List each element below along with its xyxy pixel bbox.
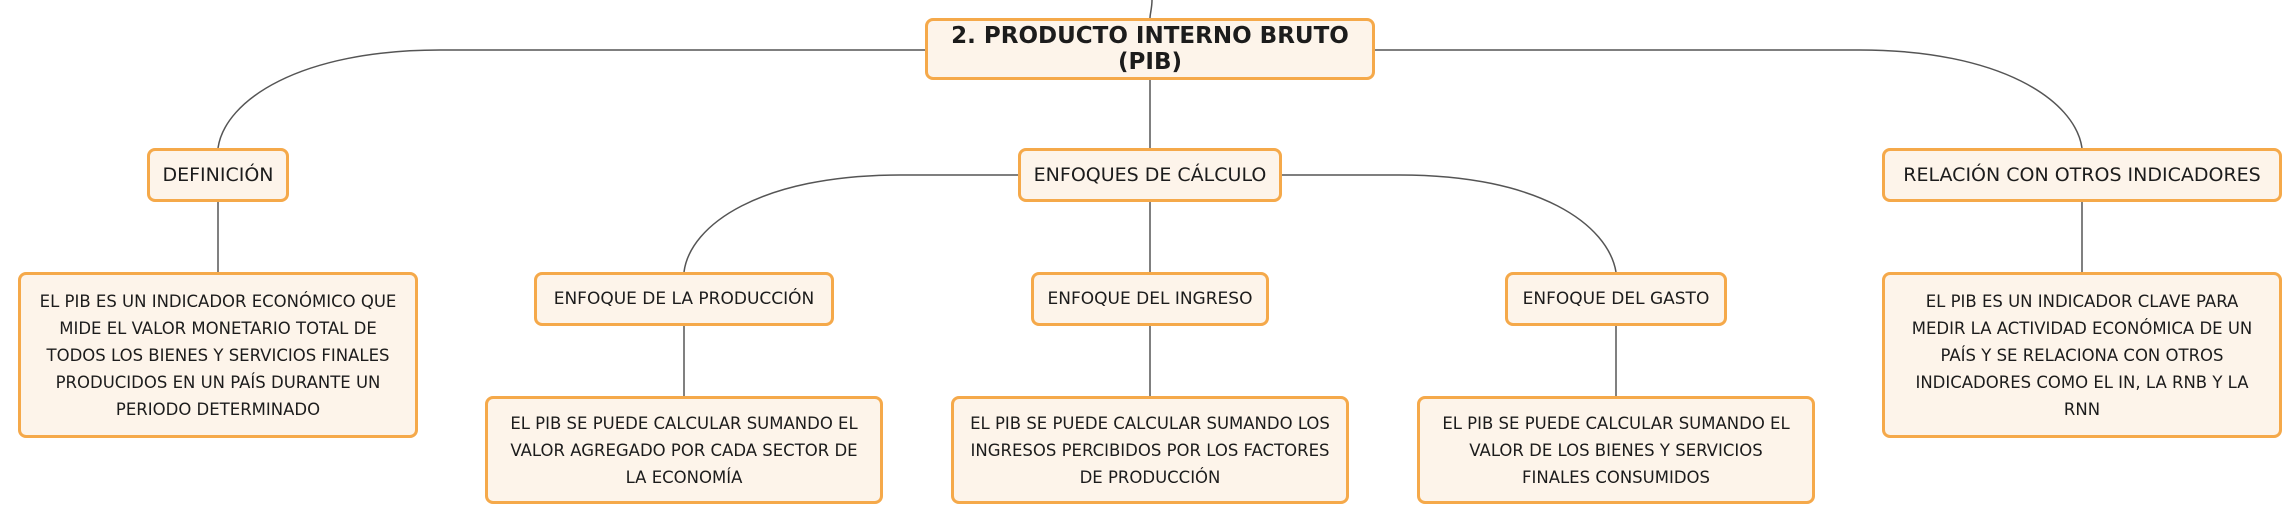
relacion-label: RELACIÓN CON OTROS INDICADORES (1903, 164, 2261, 186)
produccion-label: ENFOQUE DE LA PRODUCCIÓN (553, 289, 815, 309)
relacion-node[interactable]: RELACIÓN CON OTROS INDICADORES (1882, 148, 2282, 202)
root-label: 2. PRODUCTO INTERNO BRUTO (PIB) (951, 23, 1349, 75)
definicion-node[interactable]: DEFINICIÓN (147, 148, 289, 202)
ingreso-label: ENFOQUE DEL INGRESO (1047, 289, 1253, 309)
root-node[interactable]: 2. PRODUCTO INTERNO BRUTO (PIB) (925, 18, 1375, 80)
enfoques-label: ENFOQUES DE CÁLCULO (1033, 164, 1267, 186)
enfoques-node[interactable]: ENFOQUES DE CÁLCULO (1018, 148, 1282, 202)
gasto-detail-node[interactable]: EL PIB SE PUEDE CALCULAR SUMANDO EL VALO… (1417, 396, 1815, 504)
relacion-detail-text: EL PIB ES UN INDICADOR CLAVE PARA MEDIR … (1911, 291, 2253, 419)
ingreso-detail-text: EL PIB SE PUEDE CALCULAR SUMANDO LOS ING… (970, 413, 1330, 487)
connector-enfoques-to-gasto (1282, 174, 1617, 273)
produccion-node[interactable]: ENFOQUE DE LA PRODUCCIÓN (534, 272, 834, 326)
connector-root-to-relacion (1375, 49, 2083, 149)
connector-root-to-definicion (217, 49, 925, 149)
produccion-detail-node[interactable]: EL PIB SE PUEDE CALCULAR SUMANDO EL VALO… (485, 396, 883, 504)
connector-enfoques-to-produccion (683, 174, 1018, 273)
connector-parent-to-root (1149, 0, 1153, 19)
definicion-detail-node[interactable]: EL PIB ES UN INDICADOR ECONÓMICO QUE MID… (18, 272, 418, 438)
relacion-detail-node[interactable]: EL PIB ES UN INDICADOR CLAVE PARA MEDIR … (1882, 272, 2282, 438)
produccion-detail-text: EL PIB SE PUEDE CALCULAR SUMANDO EL VALO… (510, 413, 858, 487)
definicion-label: DEFINICIÓN (162, 164, 274, 186)
ingreso-detail-node[interactable]: EL PIB SE PUEDE CALCULAR SUMANDO LOS ING… (951, 396, 1349, 504)
ingreso-node[interactable]: ENFOQUE DEL INGRESO (1031, 272, 1269, 326)
definicion-detail-text: EL PIB ES UN INDICADOR ECONÓMICO QUE MID… (39, 291, 397, 419)
gasto-node[interactable]: ENFOQUE DEL GASTO (1505, 272, 1727, 326)
gasto-detail-text: EL PIB SE PUEDE CALCULAR SUMANDO EL VALO… (1442, 413, 1790, 487)
gasto-label: ENFOQUE DEL GASTO (1522, 289, 1710, 309)
